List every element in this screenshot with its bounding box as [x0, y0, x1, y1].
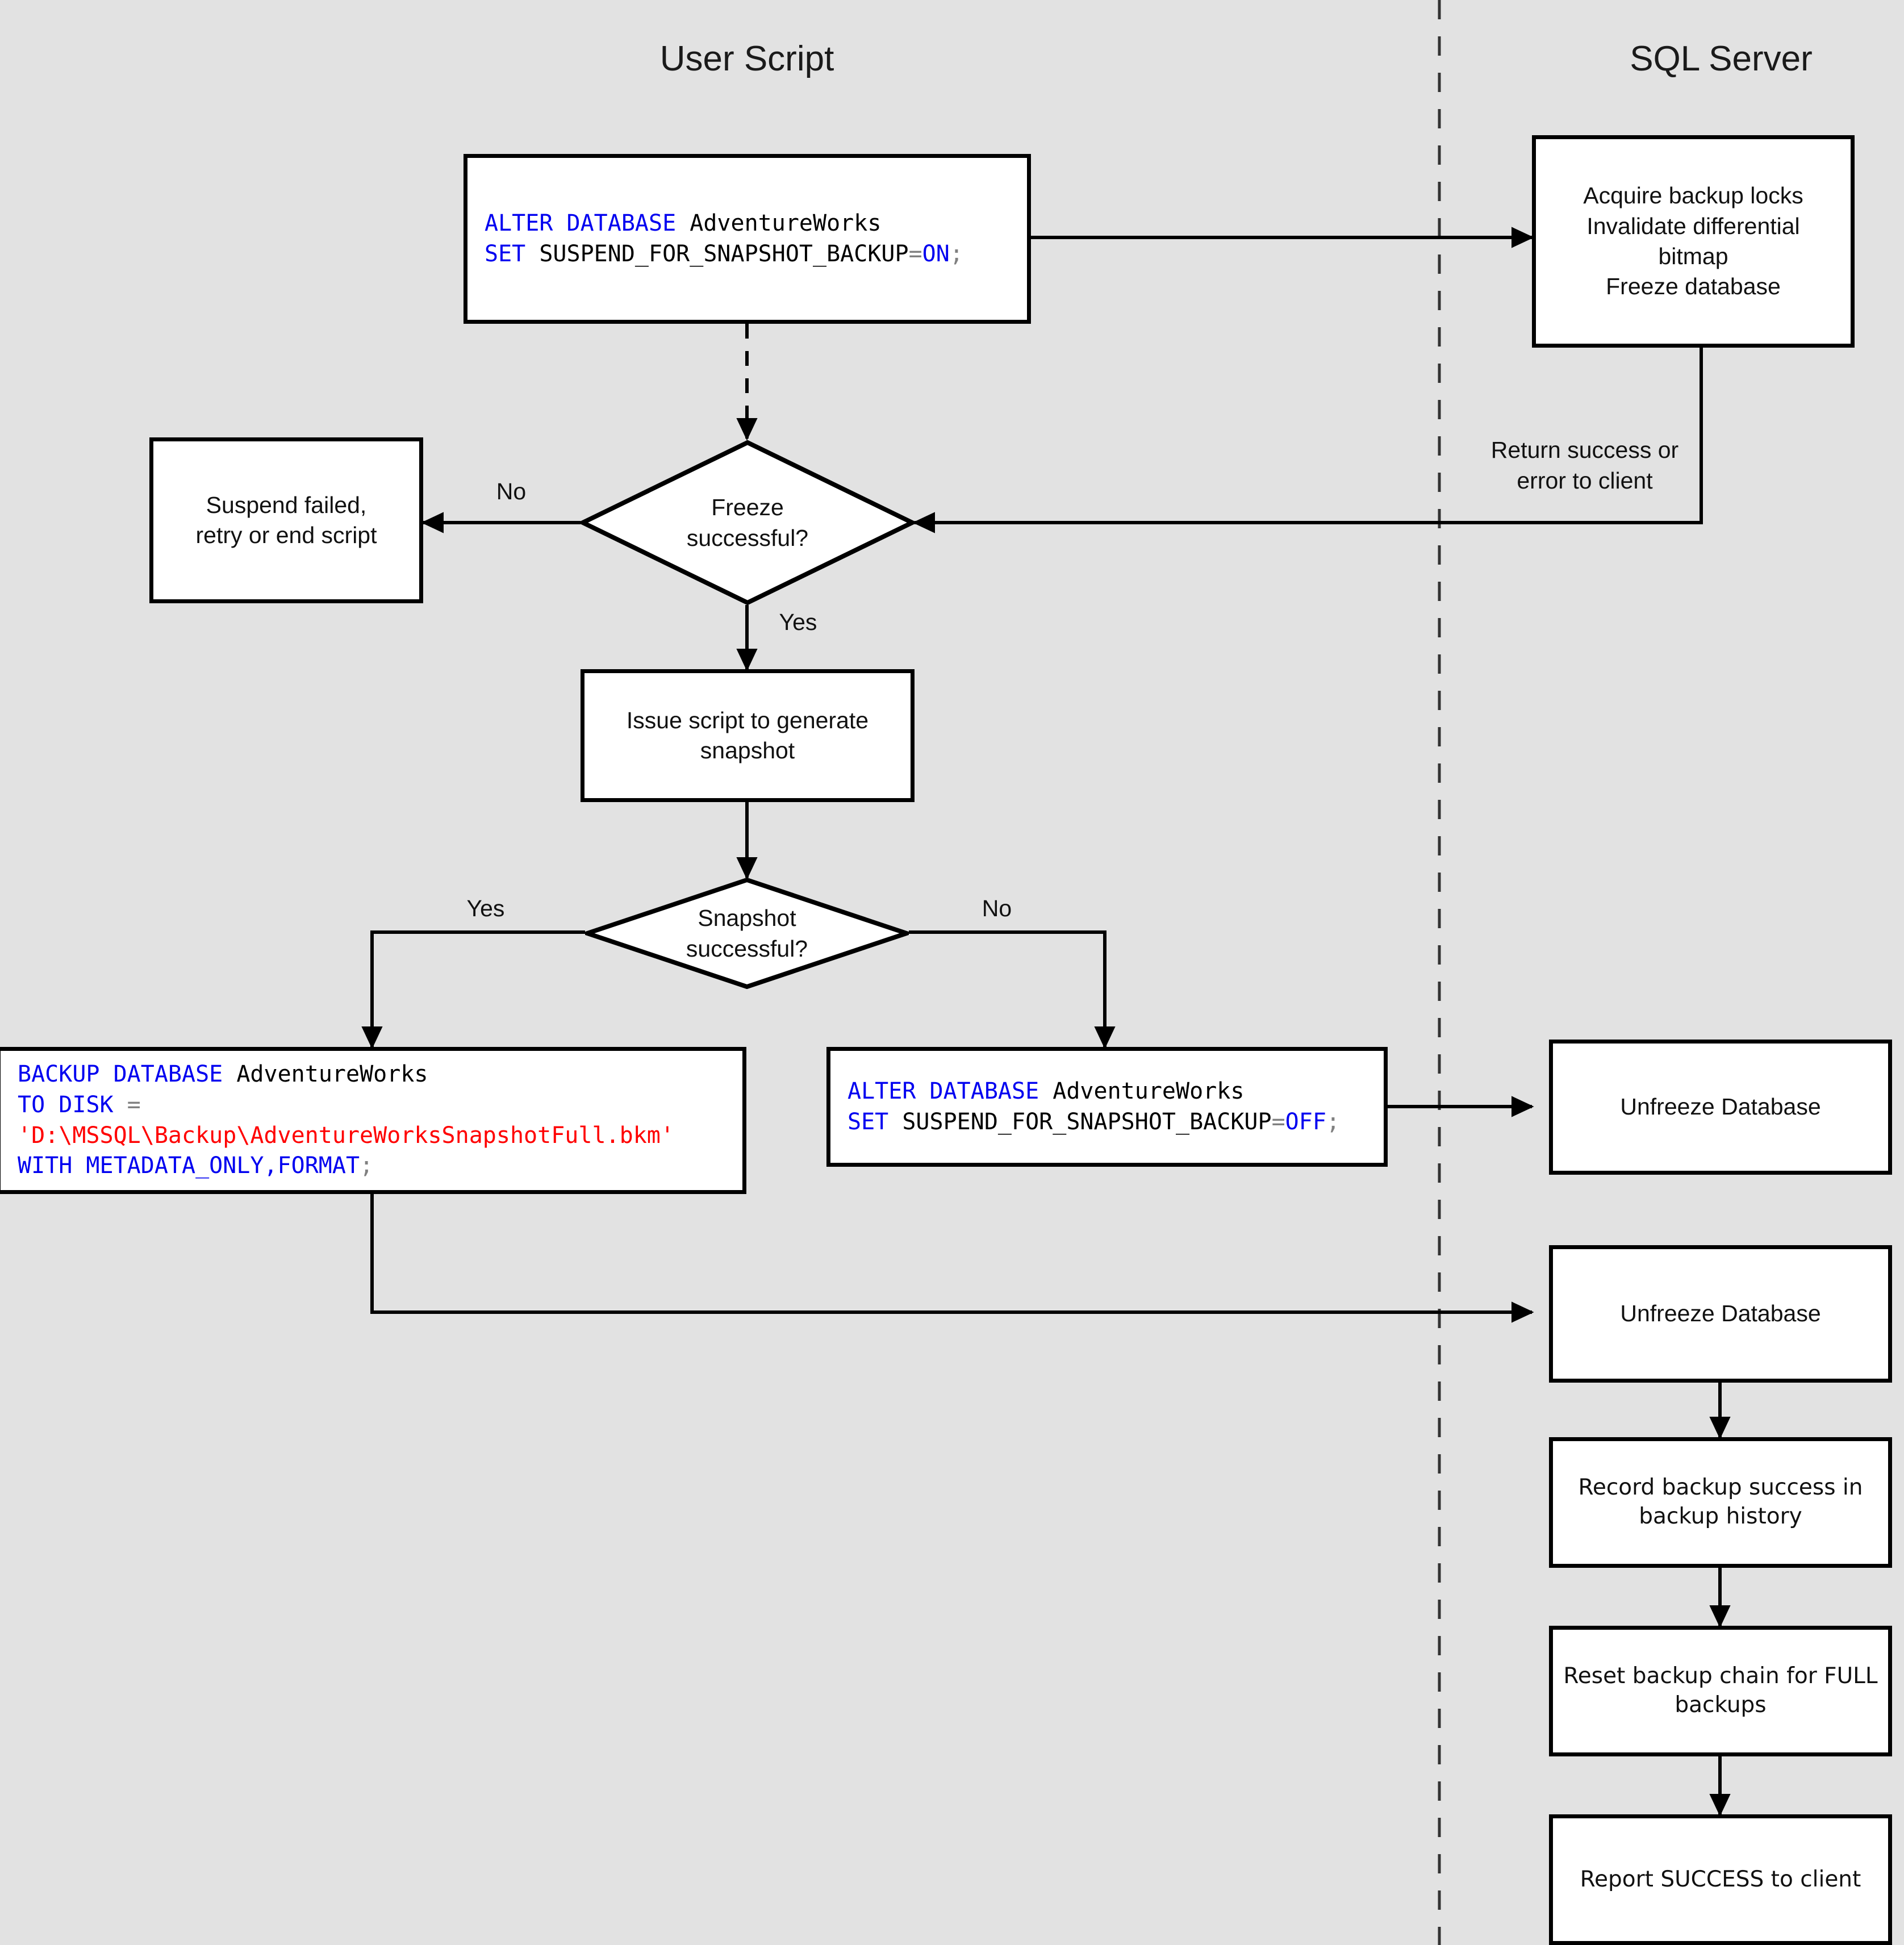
node-unfreeze-database-2-label: Unfreeze Database — [1620, 1300, 1821, 1327]
node-reset-backup-chain[interactable]: Reset backup chain for FULL backups — [1549, 1626, 1892, 1756]
node-unfreeze-database-2[interactable]: Unfreeze Database — [1549, 1245, 1892, 1383]
node-acquire-backup-locks[interactable]: Acquire backup locks Invalidate differen… — [1532, 135, 1855, 348]
node-unfreeze-database-1[interactable]: Unfreeze Database — [1549, 1040, 1892, 1175]
node-suspend-failed[interactable]: Suspend failed, retry or end script — [149, 437, 423, 603]
edge-label-return-success: Return success or error to client — [1490, 437, 1679, 494]
node-reset-backup-chain-label: Reset backup chain for FULL backups — [1563, 1663, 1878, 1718]
node-suspend-failed-label: Suspend failed, retry or end script — [195, 491, 377, 548]
code-backup-database: BACKUP DATABASE AdventureWorks TO DISK =… — [18, 1061, 674, 1179]
node-alter-suspend-on[interactable]: ALTER DATABASE AdventureWorks SET SUSPEN… — [464, 154, 1031, 324]
node-snapshot-decision-label: Snapshot successful? — [686, 904, 808, 962]
code-alter-suspend-on: ALTER DATABASE AdventureWorks SET SUSPEN… — [485, 210, 963, 267]
edge-label-snapshot-no: No — [982, 895, 1012, 921]
node-backup-database[interactable]: BACKUP DATABASE AdventureWorks TO DISK =… — [0, 1047, 746, 1194]
node-alter-suspend-off[interactable]: ALTER DATABASE AdventureWorks SET SUSPEN… — [826, 1047, 1388, 1167]
node-unfreeze-database-1-label: Unfreeze Database — [1620, 1093, 1821, 1120]
edge-label-freeze-no: No — [496, 478, 527, 504]
node-record-backup-success-label: Record backup success in backup history — [1578, 1475, 1863, 1529]
lane-title-sql-server: SQL Server — [1630, 39, 1813, 78]
edge-label-freeze-yes: Yes — [779, 609, 817, 635]
code-alter-suspend-off: ALTER DATABASE AdventureWorks SET SUSPEN… — [847, 1078, 1340, 1135]
node-issue-script-label: Issue script to generate snapshot — [626, 707, 869, 763]
node-snapshot-decision[interactable]: Snapshot successful? — [585, 878, 909, 989]
node-report-success-label: Report SUCCESS to client — [1580, 1866, 1861, 1892]
node-record-backup-success[interactable]: Record backup success in backup history — [1549, 1437, 1892, 1568]
node-issue-script[interactable]: Issue script to generate snapshot — [581, 669, 915, 802]
node-report-success[interactable]: Report SUCCESS to client — [1549, 1814, 1892, 1945]
node-acquire-backup-locks-label: Acquire backup locks Invalidate differen… — [1583, 182, 1803, 300]
node-freeze-decision[interactable]: Freeze successful? — [581, 440, 915, 605]
edge-backup-to-unfreeze-2 — [370, 1194, 1534, 1323]
edge-snapshot-no-to-alter-off — [909, 930, 1116, 1049]
edge-label-snapshot-yes: Yes — [466, 895, 505, 921]
lane-title-user-script: User Script — [659, 39, 834, 78]
edge-snapshot-yes-to-backup — [361, 930, 585, 1049]
node-freeze-decision-label: Freeze successful? — [686, 494, 809, 551]
